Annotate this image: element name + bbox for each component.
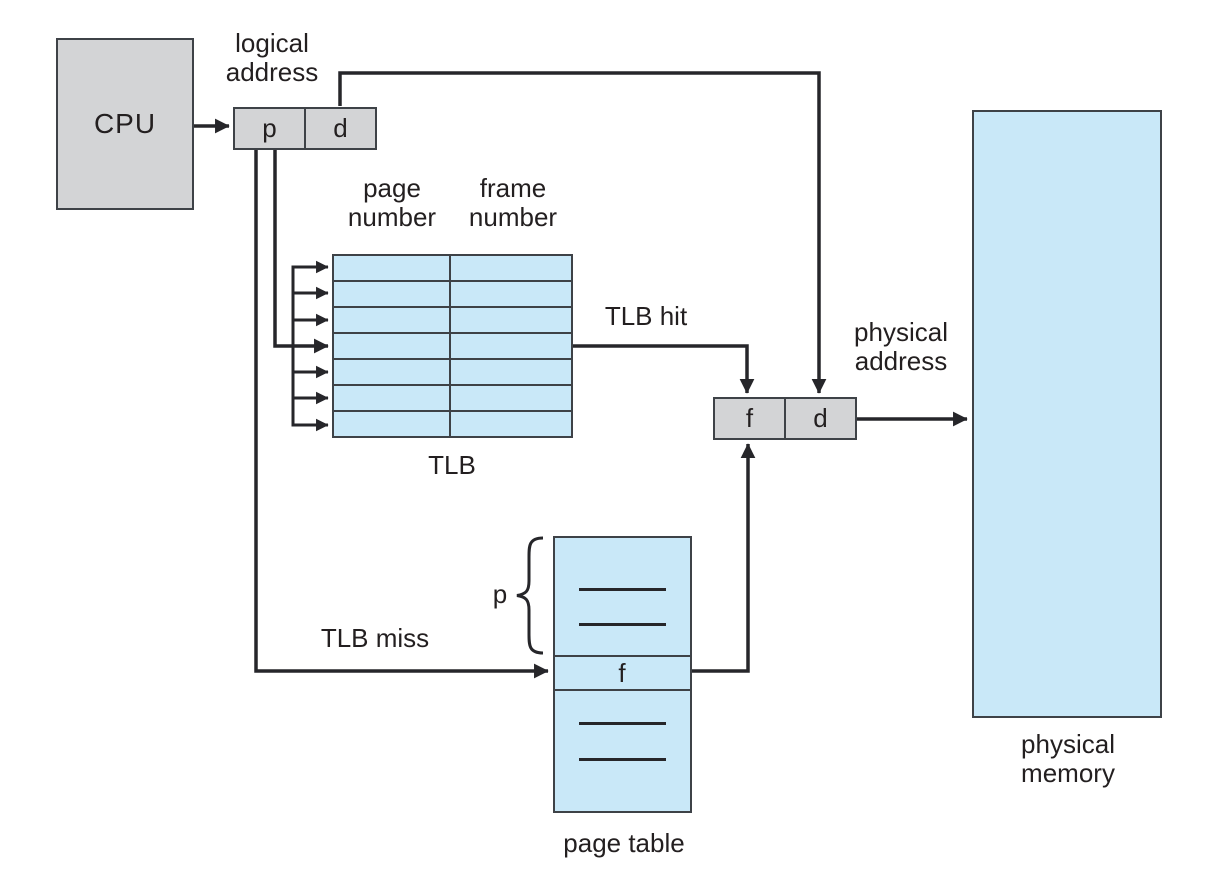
tlb-frame-number-cell [451,256,571,280]
tlb-row [334,386,571,412]
page-table-empty-entry [579,722,666,725]
page-table-index-label: p [492,579,508,609]
tlb-row [334,360,571,386]
tlb-page-number-cell [334,360,451,384]
tlb-page-number-cell [334,386,451,410]
page-table-f-entry: f [552,655,692,691]
tlb-frame-number-cell [451,282,571,306]
tlb-frame-number-cell [451,308,571,332]
tlb-frame-number-cell [451,412,571,436]
tlb-frame-number-cell [451,386,571,410]
tlb-page-number-cell [334,282,451,306]
tlb-page-number-header: page number [347,173,437,232]
physical-address-d-field: d [813,403,828,433]
tlb-page-number-cell [334,412,451,436]
arrow-page-table-to-f [692,443,756,673]
physical-address-f-field: f [715,399,786,438]
tlb-row [334,256,571,282]
page-table-empty-entry [579,758,666,761]
page-table-empty-entry [579,623,666,626]
logical-address-caption: logical address [225,28,319,87]
arrow-tlb-hit-to-f [573,344,755,394]
logical-address-p-field: p [235,109,306,148]
p-index-brace [516,536,544,655]
tlb-page-number-cell [334,334,451,358]
tlb-page-number-cell [334,256,451,280]
arrow-logical-d-to-physical-d [338,71,827,394]
tlb-row [334,308,571,334]
tlb-row [334,282,571,308]
cpu-label: CPU [93,108,157,139]
physical-memory-box [972,110,1162,718]
arrow-tlb-miss-p-to-page-table [254,150,549,679]
page-table: f [552,536,692,813]
tlb-page-number-cell [334,308,451,332]
logical-address-box: p d [233,107,377,150]
page-table-caption: page table [563,828,685,858]
arrow-p-to-tlb-row4 [273,150,329,354]
logical-address-d-field: d [333,113,348,143]
tlb-frame-number-cell [451,360,571,384]
page-table-empty-entry [579,588,666,591]
tlb-table [332,254,573,438]
tlb-row [334,412,571,436]
physical-memory-caption: physical memory [1021,729,1115,788]
physical-address-caption: physical address [854,317,948,376]
tlb-miss-label: TLB miss [320,623,430,653]
cpu-box: CPU [56,38,194,210]
physical-address-box: f d [713,397,857,440]
tlb-frame-number-header: frame number [468,173,558,232]
tlb-row [334,334,571,360]
tlb-frame-number-cell [451,334,571,358]
tlb-hit-label: TLB hit [604,301,688,331]
tlb-caption: TLB [428,450,476,480]
tlb-rows [334,256,571,436]
